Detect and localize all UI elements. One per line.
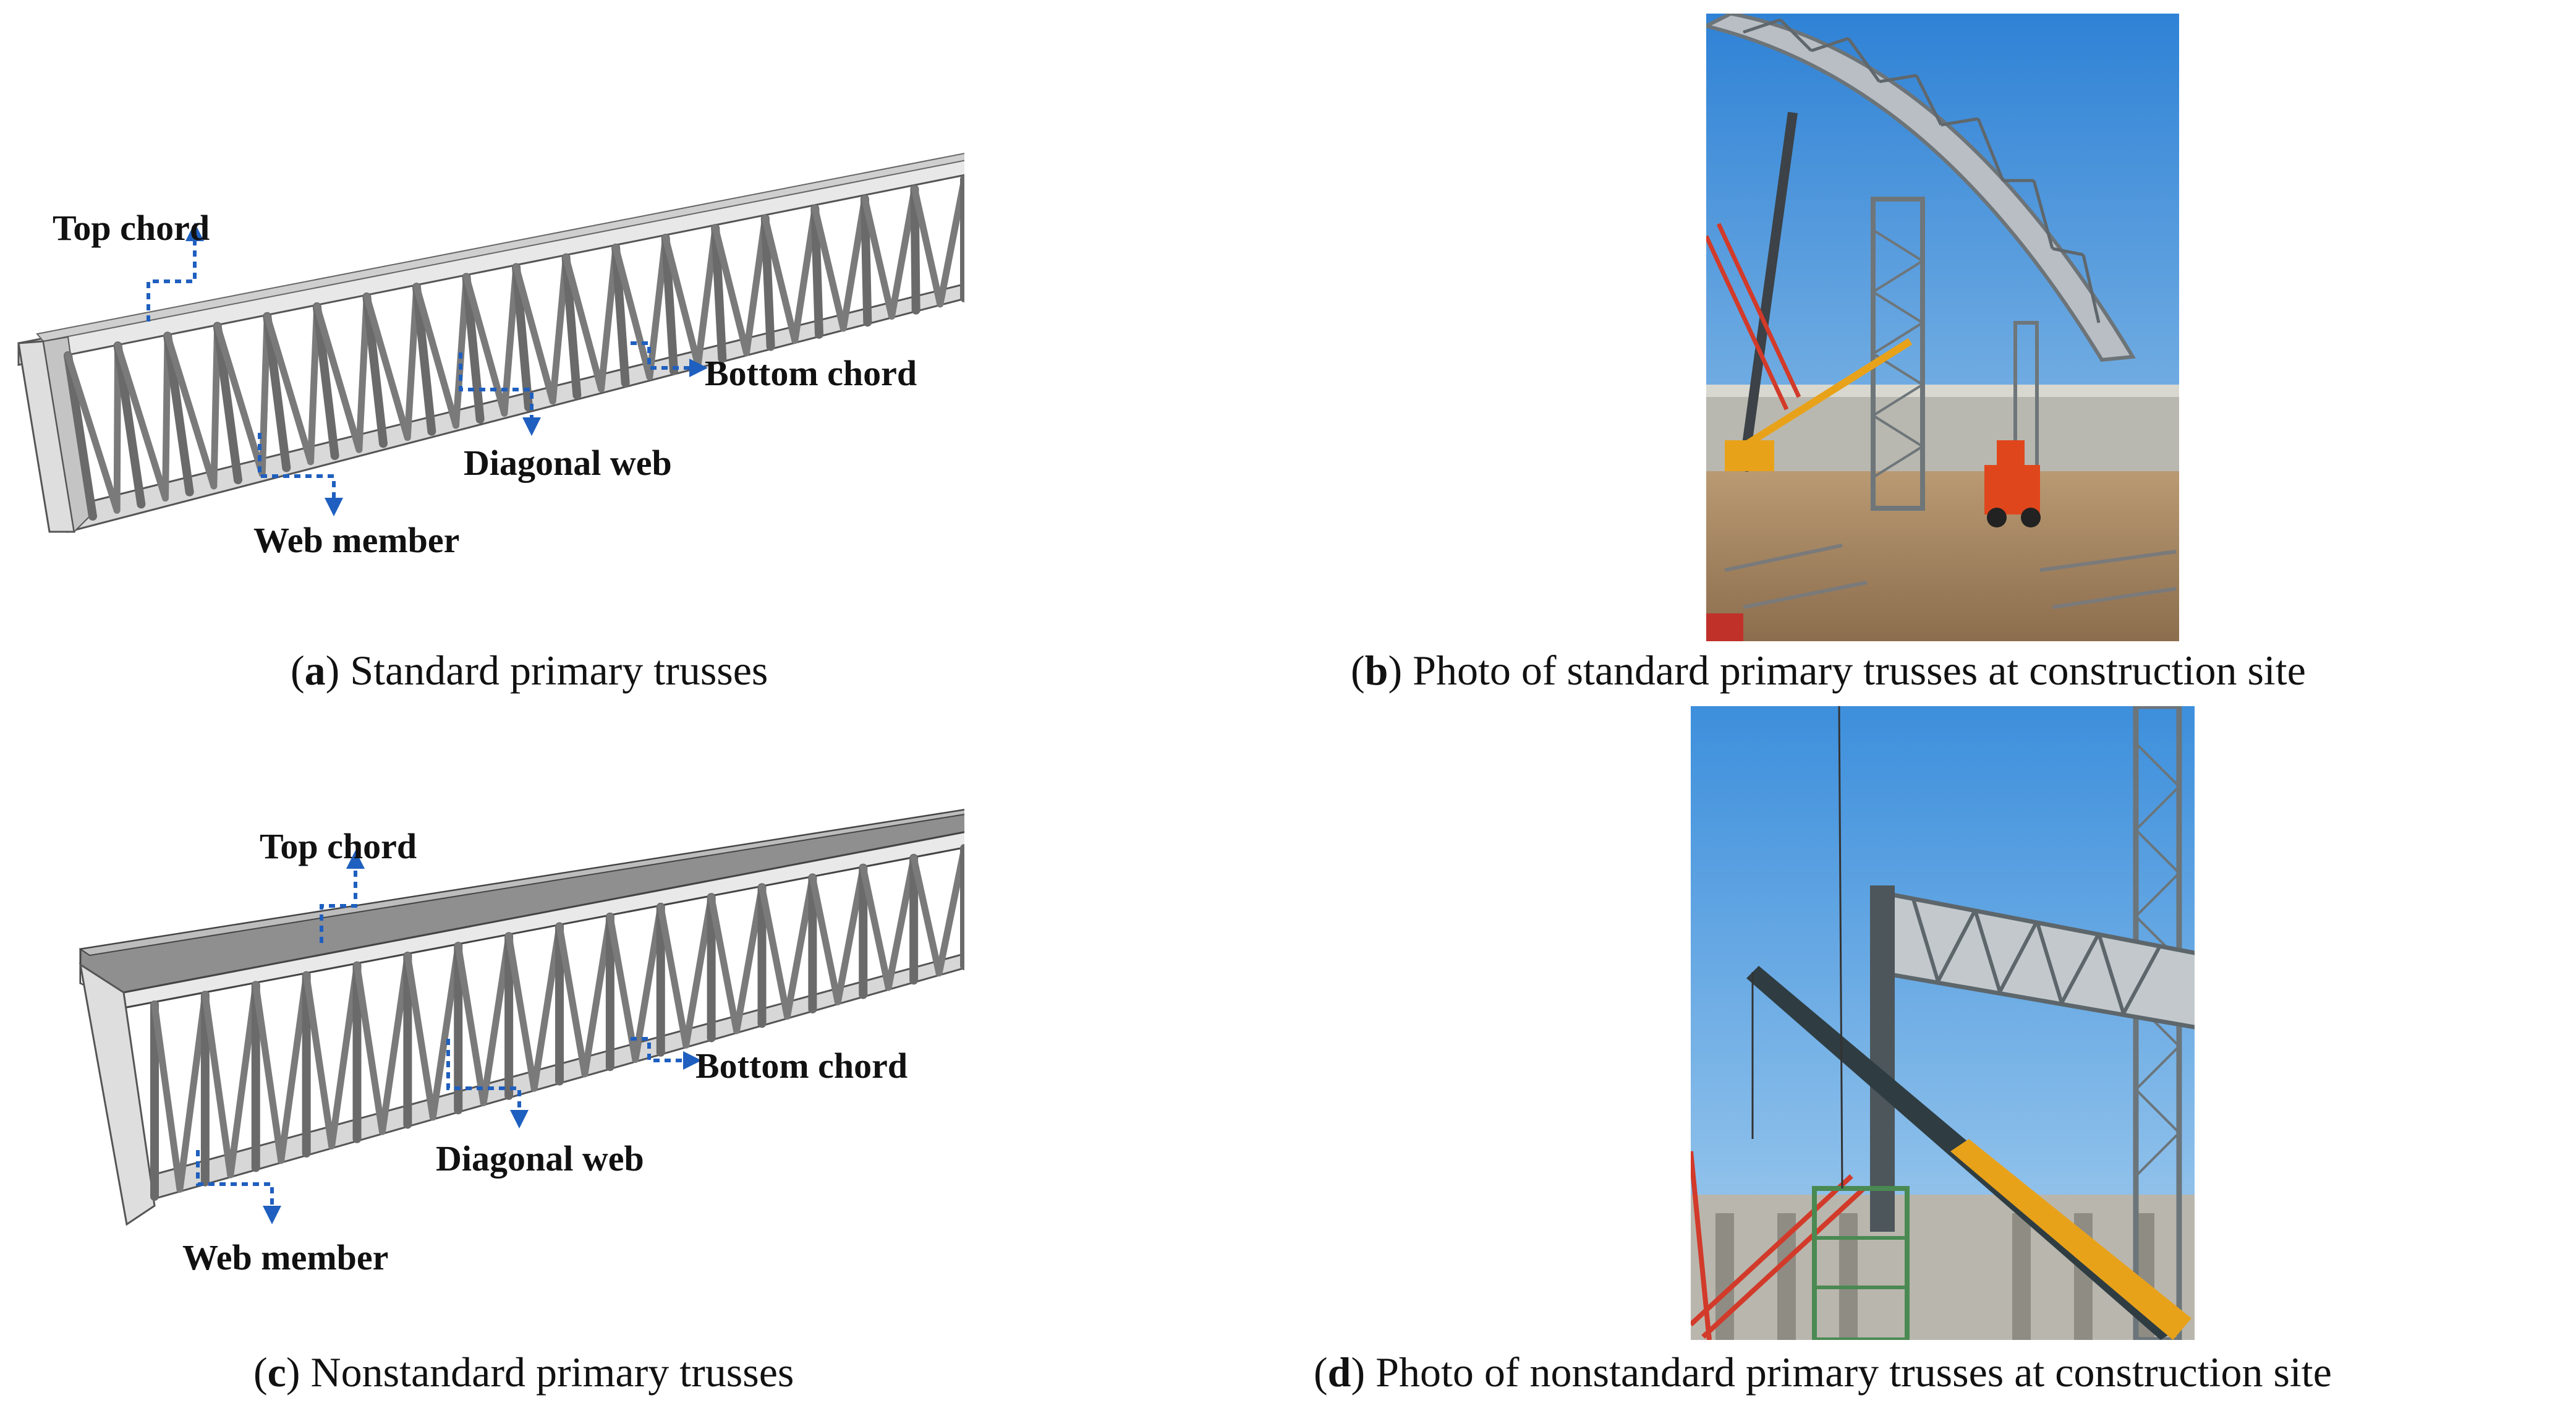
label-bottom-chord: Bottom chord [695,1046,908,1086]
nonstandard-truss-drawing [79,809,964,1226]
label-diagonal-web: Diagonal web [436,1138,644,1179]
leader-diagonal-web [459,352,533,420]
caption-c-letter: c [267,1349,286,1396]
leader-web-member [196,1150,274,1209]
standard-web-member [362,292,388,448]
photo-b [1706,14,2179,641]
leader-bottom-chord [631,1037,686,1062]
standard-web-member [910,184,920,315]
label-bottom-chord: Bottom chord [705,353,917,393]
standard-web-member [263,312,291,472]
nonstandard-diagonal-web [657,903,690,1049]
caption-d: (d) Photo of nonstandard primary trusses… [1314,1349,2332,1396]
nonstandard-diagonal-web [252,981,285,1164]
standard-web-member [163,331,194,497]
standard-diagonal-web [662,234,702,369]
crane-boom [1738,111,1798,472]
nonstandard-diagonal-web [303,972,336,1149]
nonstandard-diagonal-web [505,932,538,1092]
nonstandard-diagonal-web [809,874,841,1005]
standard-web-member [113,341,146,509]
nonstandard-truss-webs [150,844,964,1201]
photo-d [1691,706,2195,1340]
caption-b-text: Photo of standard primary trusses at con… [1413,647,2306,694]
caption-a-letter: a [304,647,326,694]
nonstandard-diagonal-web [759,884,791,1020]
nonstandard-diagonal-web [454,942,487,1106]
caption-d-letter: d [1327,1349,1351,1396]
label-diagonal-web: Diagonal web [464,443,672,483]
leader-bottom-chord [631,341,692,370]
standard-web-member [611,243,630,388]
leader-diagonal-web [446,1039,521,1113]
ground [1706,471,2179,641]
standard-truss-webs [64,175,964,521]
standard-web-member [860,194,872,327]
label-top-chord: Top chord [53,208,210,248]
standard-web-member [462,273,485,424]
standard-diagonal-web [462,273,508,417]
standard-web-member [760,214,775,351]
standard-diagonal-web [214,323,266,477]
standard-truss-drawing [17,153,964,534]
standard-web-member [561,253,582,399]
standard-web-member [213,322,242,485]
standard-diagonal-web [563,254,605,393]
label-top-chord: Top chord [260,826,417,866]
panel-c: Top chord Bottom chord Diagonal web Web … [0,705,964,1323]
end-post [79,962,156,1226]
caption-d-text: Photo of nonstandard primary trusses at … [1375,1349,2332,1396]
standard-web-member [661,234,678,375]
nonstandard-diagonal-web [910,855,943,977]
photo-d-illustration [1691,706,2195,1340]
standard-diagonal-web [363,293,411,441]
standard-diagonal-web [712,224,750,356]
nonstandard-diagonal-web [859,864,892,991]
truss-arch [1706,14,2136,362]
caption-a: (a) Standard primary trusses [291,647,768,694]
standard-web-member [412,283,436,436]
nonstandard-diagonal-web [606,913,639,1064]
standard-web-member [64,351,97,521]
leader-top-chord [147,238,197,322]
standard-diagonal-web [612,244,653,380]
leader-lines-a [147,223,708,516]
standard-diagonal-web [762,215,799,344]
standard-web-member [810,204,823,339]
aerial-lift [1984,465,2040,514]
standard-web-member [711,224,727,364]
nonstandard-diagonal-web [202,991,234,1179]
yellow-crane-boom [1741,338,1913,450]
nonstandard-diagonal-web [556,923,589,1078]
nonstandard-diagonal-web [151,1001,184,1193]
panel-a: Top chord Bottom chord Diagonal web Web … [0,0,964,680]
standard-web-member [312,302,339,460]
leader-top-chord [320,866,357,943]
standard-web-member [512,263,533,412]
leader-web-member [258,433,336,501]
top-chord-back [36,153,964,343]
photo-b-illustration [1706,14,2179,641]
standard-diagonal-web [164,332,218,490]
standard-diagonal-web [64,352,121,514]
label-web-member: Web member [182,1237,389,1277]
standard-diagonal-web [811,205,847,332]
standard-diagonal-web [512,264,556,405]
standard-diagonal-web [263,313,314,466]
standard-diagonal-web [114,342,169,502]
nonstandard-diagonal-web [354,962,386,1135]
leader-lines-c [196,850,702,1224]
caption-c-text: Nonstandard primary trusses [310,1349,794,1396]
label-web-member: Web member [253,520,460,560]
nonstandard-diagonal-web [404,952,436,1121]
caption-b: (b) Photo of standard primary trusses at… [1351,647,2306,694]
caption-b-letter: b [1364,647,1388,694]
standard-diagonal-web [413,283,459,429]
standard-diagonal-web [861,195,895,320]
standard-diagonal-web [911,186,944,308]
standard-diagonal-web [313,303,363,453]
caption-a-text: Standard primary trusses [350,647,768,694]
nonstandard-diagonal-web [708,894,741,1034]
caption-c: (c) Nonstandard primary trusses [253,1349,794,1396]
